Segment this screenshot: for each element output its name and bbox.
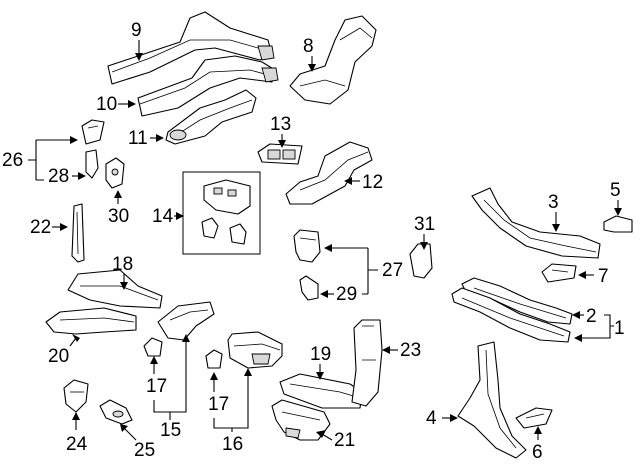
callout-19: 19 — [310, 344, 331, 380]
svg-text:3: 3 — [548, 192, 559, 213]
callout-11: 11 — [128, 128, 164, 149]
svg-text:14: 14 — [152, 206, 174, 227]
svg-text:31: 31 — [414, 214, 435, 235]
part-8-duct — [289, 15, 377, 105]
svg-text:28: 28 — [48, 166, 69, 187]
svg-text:2: 2 — [586, 306, 597, 327]
callout-13: 13 — [270, 114, 291, 148]
part-28-clip — [85, 149, 99, 179]
callout-26: 26 — [2, 136, 78, 181]
callout-24: 24 — [66, 412, 88, 455]
part-6-vent — [515, 407, 553, 429]
callout-23: 23 — [382, 340, 421, 361]
svg-text:1: 1 — [614, 318, 625, 339]
svg-text:9: 9 — [131, 20, 142, 41]
svg-text:17: 17 — [146, 376, 167, 397]
svg-text:21: 21 — [334, 430, 355, 451]
svg-text:4: 4 — [426, 408, 437, 429]
svg-text:30: 30 — [108, 206, 129, 227]
part-18-duct — [67, 269, 163, 309]
part-17-clip-right — [205, 349, 223, 369]
part-21-duct — [271, 399, 331, 441]
part-10-duct — [137, 55, 279, 117]
svg-text:10: 10 — [96, 94, 117, 115]
svg-text:27: 27 — [382, 260, 403, 281]
callout-4: 4 — [426, 408, 458, 429]
callout-18: 18 — [112, 254, 133, 290]
svg-text:15: 15 — [160, 420, 181, 441]
part-24-bracket — [63, 379, 89, 413]
svg-text:12: 12 — [362, 172, 383, 193]
part-23-duct — [351, 319, 383, 407]
part-20-duct — [45, 307, 137, 335]
svg-text:5: 5 — [610, 180, 621, 201]
svg-text:26: 26 — [2, 150, 23, 171]
callout-10: 10 — [96, 94, 136, 115]
svg-text:24: 24 — [66, 434, 88, 455]
callout-2: 2 — [572, 306, 597, 327]
part-15-duct — [157, 301, 215, 341]
part-22-panel — [71, 203, 85, 263]
part-12-duct — [285, 141, 373, 205]
part-14-kit — [182, 171, 261, 255]
callout-25: 25 — [120, 424, 155, 461]
svg-text:25: 25 — [134, 440, 155, 461]
svg-text:18: 18 — [112, 254, 133, 275]
part-30-bracket — [105, 157, 125, 189]
svg-text:17: 17 — [208, 394, 229, 415]
part-29-clip — [299, 275, 319, 301]
callout-6: 6 — [532, 426, 543, 463]
part-7-vent — [541, 263, 577, 283]
part-3-duct — [471, 187, 601, 259]
callout-20: 20 — [48, 334, 80, 367]
part-27-bracket — [293, 229, 321, 263]
callout-27: 27 — [324, 244, 403, 295]
part-9-duct — [107, 11, 275, 85]
part-17-clip-left — [143, 337, 163, 357]
callout-29: 29 — [320, 284, 357, 305]
part-11-duct — [165, 89, 257, 145]
callout-28: 28 — [48, 166, 86, 187]
svg-text:19: 19 — [310, 344, 331, 365]
callout-30: 30 — [108, 190, 129, 227]
callout-9: 9 — [131, 20, 143, 61]
svg-text:20: 20 — [48, 346, 69, 367]
part-1-duct — [451, 287, 571, 343]
callout-14: 14 — [152, 206, 184, 227]
callout-3: 3 — [548, 192, 560, 232]
callout-17-right: 17 — [208, 372, 229, 415]
callout-21: 21 — [316, 430, 355, 451]
svg-text:7: 7 — [598, 266, 609, 287]
svg-text:6: 6 — [532, 442, 543, 463]
callout-1: 1 — [574, 314, 625, 342]
callout-8: 8 — [303, 36, 316, 72]
part-25-duct — [99, 399, 133, 425]
svg-text:22: 22 — [30, 217, 51, 238]
svg-text:13: 13 — [270, 114, 291, 135]
svg-text:11: 11 — [128, 128, 148, 149]
svg-text:16: 16 — [222, 434, 243, 455]
callout-16: 16 — [213, 368, 252, 455]
callout-15: 15 — [153, 334, 190, 441]
svg-text:8: 8 — [303, 36, 314, 57]
callout-17-left: 17 — [146, 356, 167, 397]
part-26-bracket — [81, 119, 105, 145]
part-13-vent — [257, 143, 303, 165]
callout-22: 22 — [30, 217, 68, 238]
part-16-duct — [227, 331, 283, 369]
part-5-vent — [603, 215, 633, 233]
svg-text:23: 23 — [400, 340, 421, 361]
part-4-duct — [457, 341, 527, 459]
svg-text:29: 29 — [336, 284, 357, 305]
callout-7: 7 — [578, 266, 609, 287]
part-31-bracket — [409, 243, 433, 279]
callout-12: 12 — [344, 172, 383, 193]
callout-31: 31 — [414, 214, 435, 250]
callout-5: 5 — [610, 180, 622, 216]
